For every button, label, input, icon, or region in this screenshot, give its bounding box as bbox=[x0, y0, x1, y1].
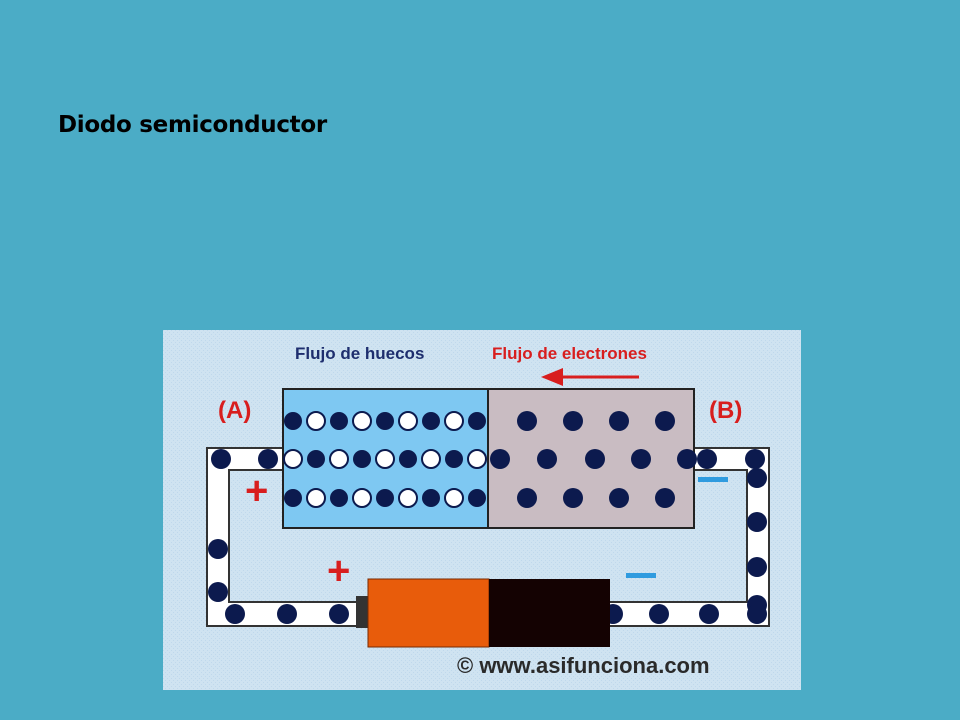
electron-flow-arrow-icon bbox=[541, 368, 639, 386]
battery bbox=[356, 578, 610, 648]
hole bbox=[398, 411, 418, 431]
diode-diagram: Flujo de huecos Flujo de electrones (A) … bbox=[163, 330, 801, 690]
wire-electron bbox=[208, 582, 228, 602]
terminal-b-minus-sign bbox=[698, 477, 728, 482]
wire-electron bbox=[258, 449, 278, 469]
wire-electron bbox=[747, 512, 767, 532]
battery-minus-sign bbox=[626, 573, 656, 578]
terminal-b-label: (B) bbox=[709, 397, 742, 424]
electron bbox=[422, 489, 440, 507]
electron bbox=[655, 488, 675, 508]
electron bbox=[517, 488, 537, 508]
wire-electron bbox=[329, 604, 349, 624]
electron bbox=[376, 412, 394, 430]
battery-positive-half bbox=[367, 578, 490, 648]
battery-plus-sign: + bbox=[327, 549, 350, 593]
electron bbox=[468, 412, 486, 430]
wire-electron bbox=[697, 449, 717, 469]
wire-electron bbox=[277, 604, 297, 624]
hole bbox=[444, 411, 464, 431]
hole bbox=[306, 411, 326, 431]
wire-electron bbox=[747, 604, 767, 624]
wire-electron bbox=[225, 604, 245, 624]
electron bbox=[517, 411, 537, 431]
electron bbox=[330, 412, 348, 430]
battery-terminal bbox=[356, 596, 368, 628]
hole bbox=[467, 449, 487, 469]
electron bbox=[422, 412, 440, 430]
electron bbox=[585, 449, 605, 469]
wire-electron bbox=[208, 539, 228, 559]
electron bbox=[677, 449, 697, 469]
electron bbox=[631, 449, 651, 469]
charge-carriers bbox=[208, 411, 767, 624]
wire-electron bbox=[211, 449, 231, 469]
electron bbox=[537, 449, 557, 469]
battery-negative-half bbox=[489, 579, 610, 647]
holes-flow-label: Flujo de huecos bbox=[295, 344, 424, 363]
terminal-a-label: (A) bbox=[218, 397, 251, 424]
electron bbox=[468, 489, 486, 507]
hole bbox=[421, 449, 441, 469]
hole bbox=[352, 411, 372, 431]
wire-electron bbox=[699, 604, 719, 624]
hole bbox=[306, 488, 326, 508]
hole bbox=[375, 449, 395, 469]
hole bbox=[444, 488, 464, 508]
electron bbox=[399, 450, 417, 468]
credit-text: © www.asifunciona.com bbox=[457, 653, 710, 678]
electron bbox=[609, 411, 629, 431]
hole bbox=[352, 488, 372, 508]
hole bbox=[329, 449, 349, 469]
electron-flow-label: Flujo de electrones bbox=[492, 344, 647, 363]
wire-electron bbox=[649, 604, 669, 624]
electron bbox=[655, 411, 675, 431]
electron bbox=[490, 449, 510, 469]
electron bbox=[563, 411, 583, 431]
electron bbox=[376, 489, 394, 507]
electron bbox=[563, 488, 583, 508]
electron bbox=[284, 412, 302, 430]
electron bbox=[330, 489, 348, 507]
wire-electron bbox=[747, 557, 767, 577]
electron bbox=[353, 450, 371, 468]
hole bbox=[398, 488, 418, 508]
electron bbox=[609, 488, 629, 508]
wire-electron bbox=[745, 449, 765, 469]
slide-title: Diodo semiconductor bbox=[58, 112, 327, 138]
wire-electron bbox=[747, 468, 767, 488]
electron bbox=[284, 489, 302, 507]
electron bbox=[307, 450, 325, 468]
hole bbox=[283, 449, 303, 469]
terminal-a-plus-sign: + bbox=[245, 469, 268, 513]
electron bbox=[445, 450, 463, 468]
